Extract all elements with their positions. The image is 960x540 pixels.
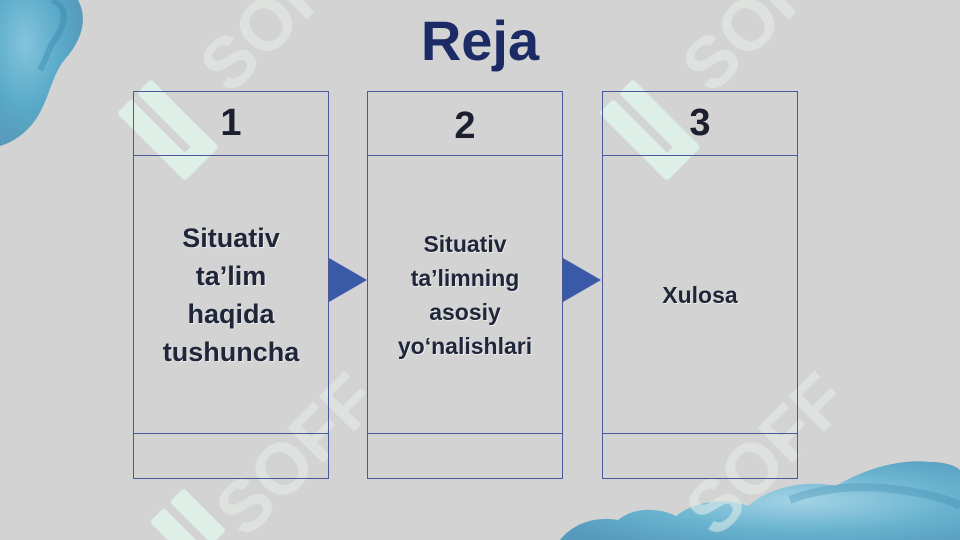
step-text-line: Situativ	[423, 230, 507, 257]
watercolor-bottom-right	[560, 461, 960, 540]
step-text-line: ta’limning	[410, 264, 520, 291]
watermark-logo-icon	[150, 489, 225, 540]
step-text-line: asosiy	[429, 298, 501, 325]
step-number-cell: 3	[603, 92, 797, 156]
watermark-logo-icon	[118, 80, 218, 180]
step-body-cell: Situativ ta’lim haqida tushuncha	[134, 156, 328, 434]
step-number: 3	[689, 102, 711, 144]
step-number-cell: 1	[134, 92, 328, 156]
step-number: 1	[220, 102, 242, 144]
step-text-line: ta’lim	[195, 260, 267, 291]
page-title: Reja	[420, 9, 540, 72]
step-text-line: haqida	[187, 298, 275, 329]
step-text: Situativ ta’limning asosiy yo‘nalishlari	[398, 227, 532, 363]
step-footer-cell	[603, 434, 797, 480]
step-text-line: Xulosa	[662, 281, 738, 308]
watercolor-top-left	[0, 0, 83, 146]
step-number-cell: 2	[368, 92, 562, 156]
watermark-logo-icon	[600, 80, 700, 180]
step-text-line: Situativ	[182, 222, 280, 253]
step-card-3: 3 Xulosa	[602, 91, 798, 479]
step-text-line: tushuncha	[162, 336, 300, 367]
step-card-2: 2 Situativ ta’limning asosiy yo‘nalishla…	[367, 91, 563, 479]
arrow-right-icon	[329, 258, 367, 302]
step-footer-cell	[134, 434, 328, 480]
step-card-1: 1 Situativ ta’lim haqida tushuncha	[133, 91, 329, 479]
arrow-right-icon	[563, 258, 601, 302]
step-text: Xulosa	[662, 278, 737, 312]
step-number: 2	[454, 105, 476, 147]
step-text: Situativ ta’lim haqida tushuncha	[163, 219, 300, 371]
step-body-cell: Situativ ta’limning asosiy yo‘nalishlari	[368, 156, 562, 434]
step-footer-cell	[368, 434, 562, 480]
step-body-cell: Xulosa	[603, 156, 797, 434]
step-text-line: yo‘nalishlari	[397, 332, 533, 359]
